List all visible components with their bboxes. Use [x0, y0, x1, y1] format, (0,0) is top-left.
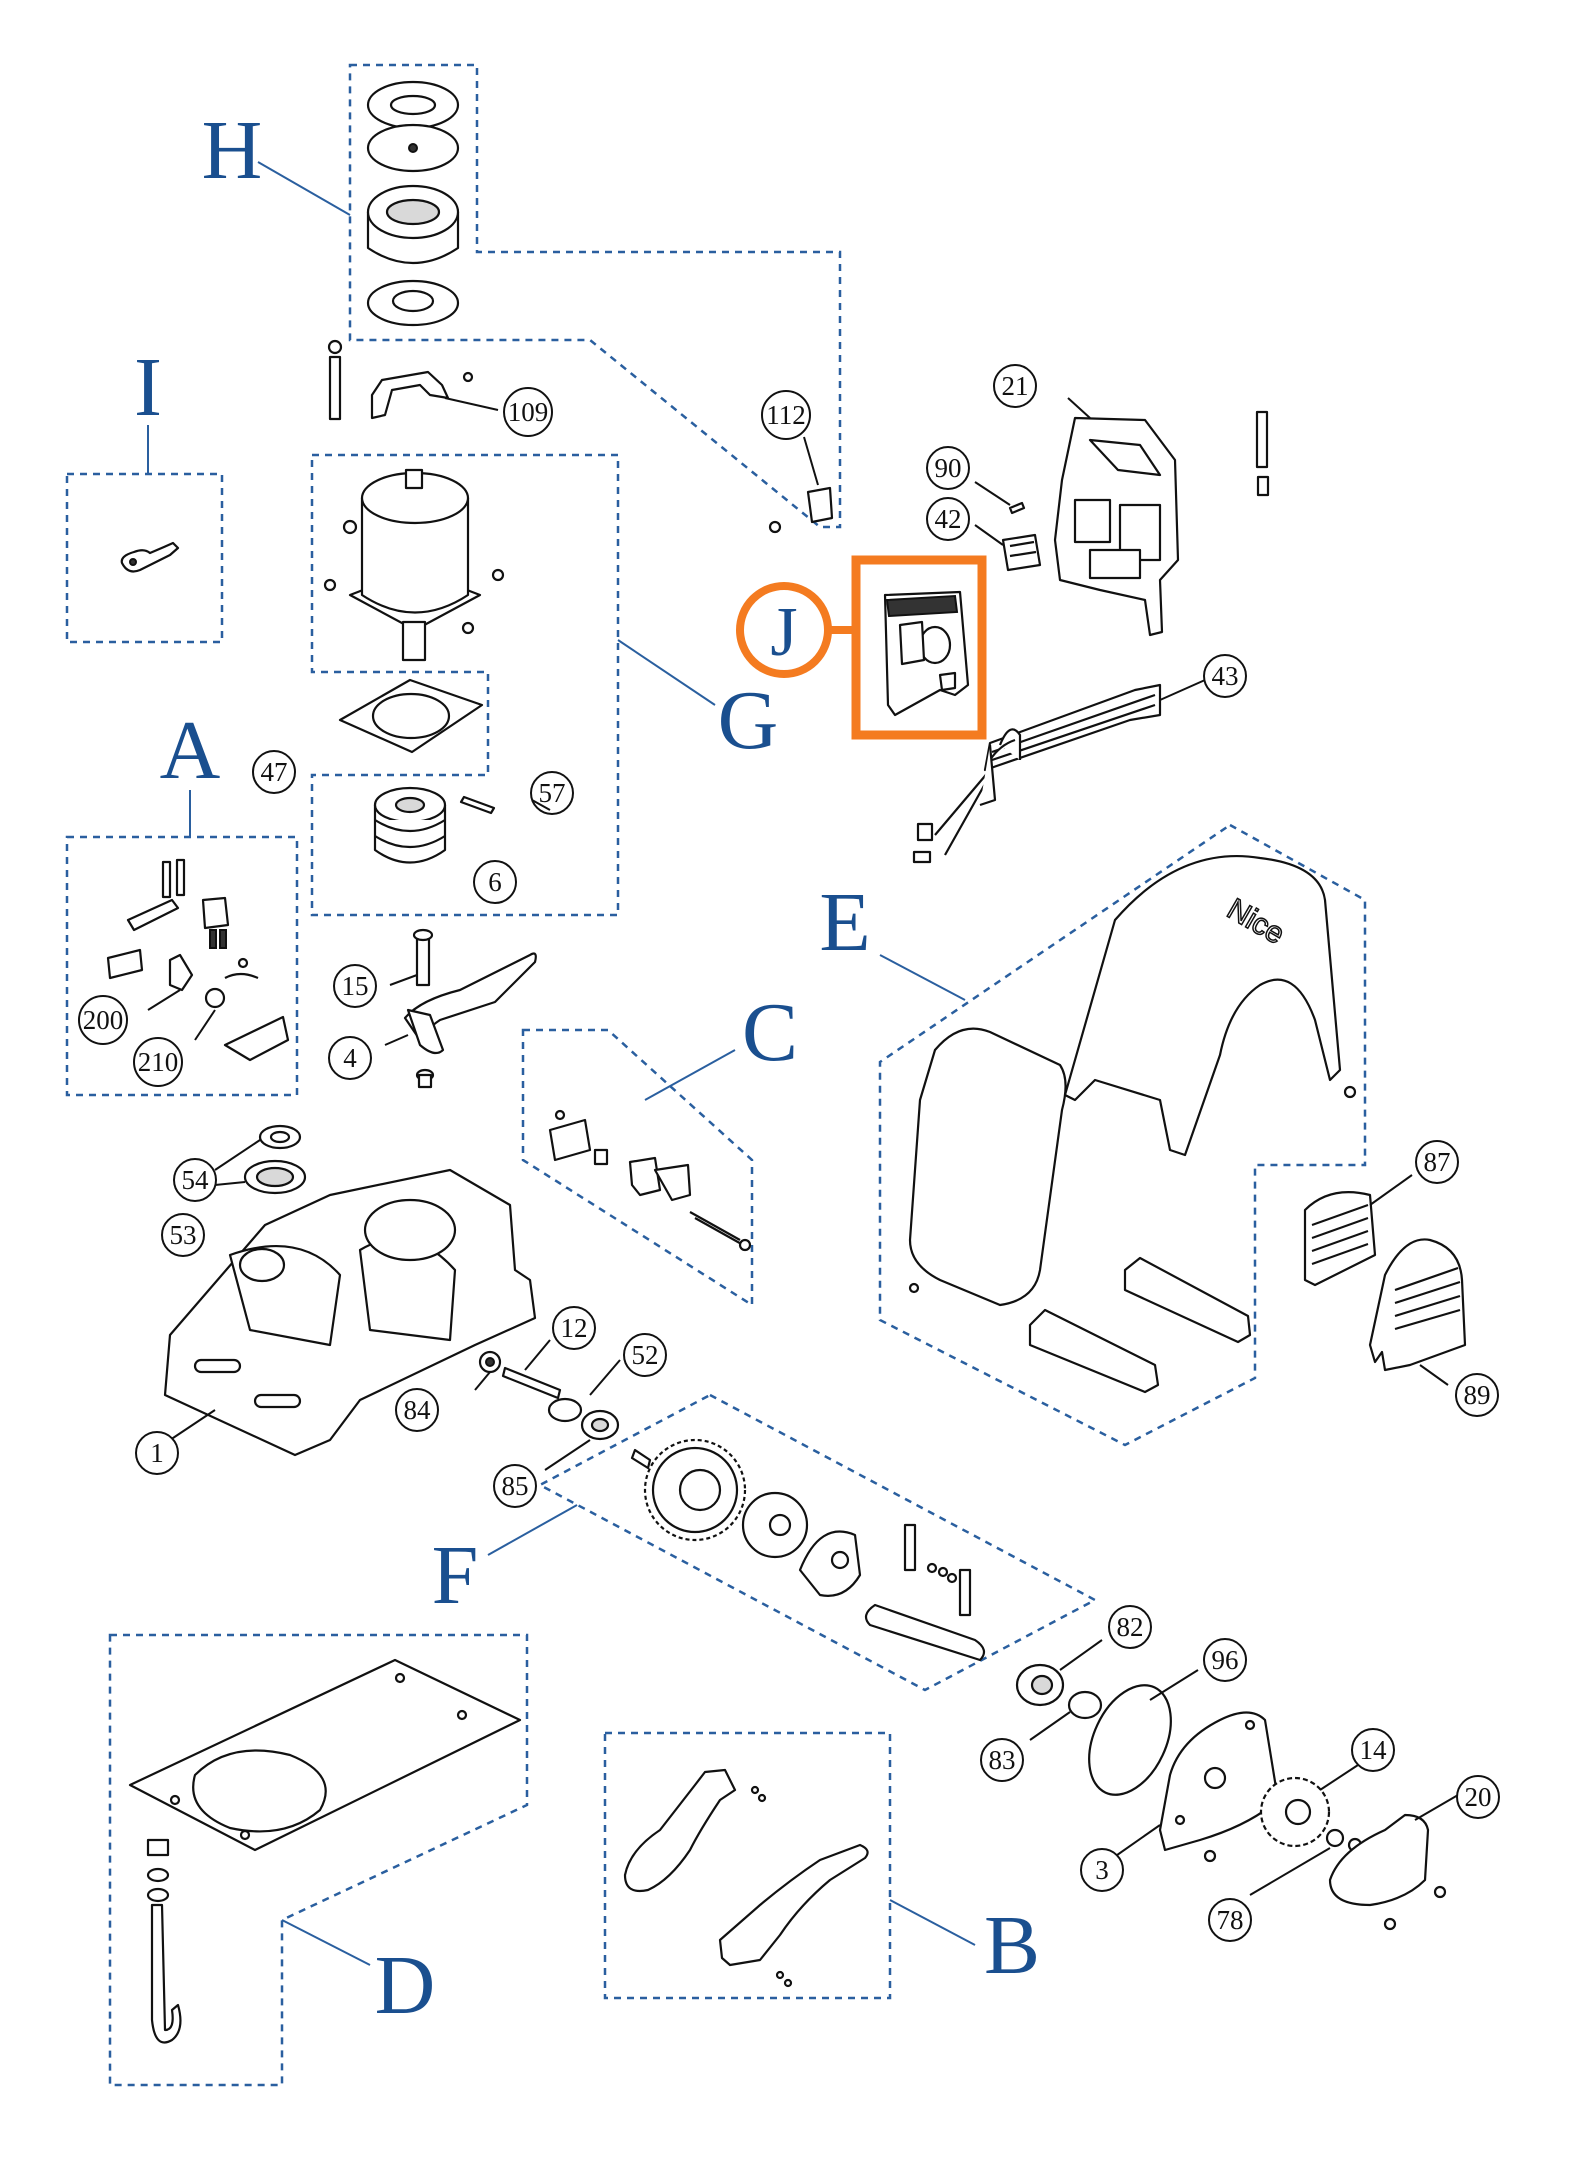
group-label-c: C: [742, 986, 798, 1079]
group-i: I: [65, 341, 224, 644]
group-label-h: H: [202, 104, 263, 197]
callout-label: 109: [508, 397, 549, 427]
callout-c3: 3: [1080, 1848, 1124, 1892]
callout-c90: 90: [926, 446, 970, 490]
callout-label: 43: [1212, 661, 1239, 691]
callout-label: 47: [261, 757, 288, 787]
callout-c83: 83: [980, 1738, 1024, 1782]
callout-label: 83: [989, 1745, 1016, 1775]
callout-label: 89: [1464, 1380, 1491, 1410]
group-a: A: [65, 704, 299, 1097]
callout-label: 84: [404, 1395, 432, 1425]
callout-c112: 112: [761, 390, 811, 440]
callout-label: 96: [1212, 1645, 1239, 1675]
callout-label: 200: [83, 1005, 124, 1035]
callout-label: 90: [935, 453, 962, 483]
callout-c1: 1: [135, 1431, 179, 1475]
base-housing: [163, 1124, 621, 1471]
group-label-e: E: [819, 876, 870, 969]
callout-c210: 210: [133, 1037, 183, 1087]
callout-c14: 14: [1351, 1728, 1395, 1772]
callout-c43: 43: [1203, 654, 1247, 698]
callout-c20: 20: [1456, 1775, 1500, 1819]
callout-label: 85: [502, 1471, 529, 1501]
callout-label: 1: [150, 1438, 164, 1468]
group-f: F: [432, 1393, 1098, 1692]
callout-label: 3: [1095, 1855, 1109, 1885]
callout-c54: 54: [173, 1158, 217, 1202]
callout-label: 4: [343, 1043, 357, 1073]
group-label-a: A: [160, 704, 221, 797]
callout-c12: 12: [552, 1306, 596, 1350]
callout-label: 78: [1217, 1905, 1244, 1935]
control-board-parts: [912, 397, 1270, 864]
callout-c96: 96: [1203, 1638, 1247, 1682]
callout-label: 210: [138, 1047, 179, 1077]
group-g: G: [310, 453, 779, 917]
group-e: E Nice: [819, 823, 1367, 1447]
group-h: H: [202, 63, 842, 534]
callout-label: 20: [1465, 1782, 1492, 1812]
group-label-i: I: [134, 341, 162, 434]
callout-label: 42: [935, 504, 962, 534]
callout-c53: 53: [161, 1213, 205, 1257]
callout-label: 82: [1117, 1612, 1144, 1642]
callout-label: 57: [539, 778, 566, 808]
callout-c84: 84: [395, 1388, 439, 1432]
callout-c15: 15: [333, 964, 377, 1008]
group-j: J: [736, 555, 987, 740]
callout-c4: 4: [328, 1036, 372, 1080]
callout-c89: 89: [1455, 1373, 1499, 1417]
group-label-d: D: [375, 1939, 436, 2032]
group-label-f: F: [432, 1529, 479, 1622]
callout-label: 54: [182, 1165, 210, 1195]
callout-c85: 85: [493, 1464, 537, 1508]
callout-c78: 78: [1208, 1898, 1252, 1942]
callout-label: 14: [1360, 1735, 1388, 1765]
output-parts: [1015, 1639, 1459, 1931]
callout-c57: 57: [530, 771, 574, 815]
group-d: D: [108, 1633, 529, 2087]
callout-label: 6: [488, 867, 502, 897]
callout-label: 12: [561, 1313, 588, 1343]
callout-c42: 42: [926, 497, 970, 541]
callout-label: 52: [632, 1340, 659, 1370]
group-label-g: G: [718, 674, 779, 767]
lever-parts: [384, 928, 537, 1089]
callout-c6: 6: [473, 860, 517, 904]
callout-c21: 21: [993, 364, 1037, 408]
group-c: C: [521, 986, 798, 1308]
callout-c52: 52: [623, 1333, 667, 1377]
bracket-109: [327, 339, 499, 421]
callout-label: 87: [1424, 1147, 1451, 1177]
group-b: B: [603, 1731, 1040, 2000]
callout-label: 112: [766, 400, 806, 430]
callout-c87: 87: [1415, 1140, 1459, 1184]
highlight-box: [851, 555, 987, 740]
callout-label: 53: [170, 1220, 197, 1250]
group-label-j: J: [770, 594, 797, 671]
grille-parts: [1303, 1174, 1467, 1386]
callout-c200: 200: [78, 995, 128, 1045]
callout-label: 15: [342, 971, 369, 1001]
callout-c47: 47: [252, 750, 296, 794]
group-label-b: B: [984, 1899, 1040, 1992]
callout-c82: 82: [1108, 1605, 1152, 1649]
callout-label: 21: [1002, 371, 1029, 401]
callout-c109: 109: [503, 387, 553, 437]
